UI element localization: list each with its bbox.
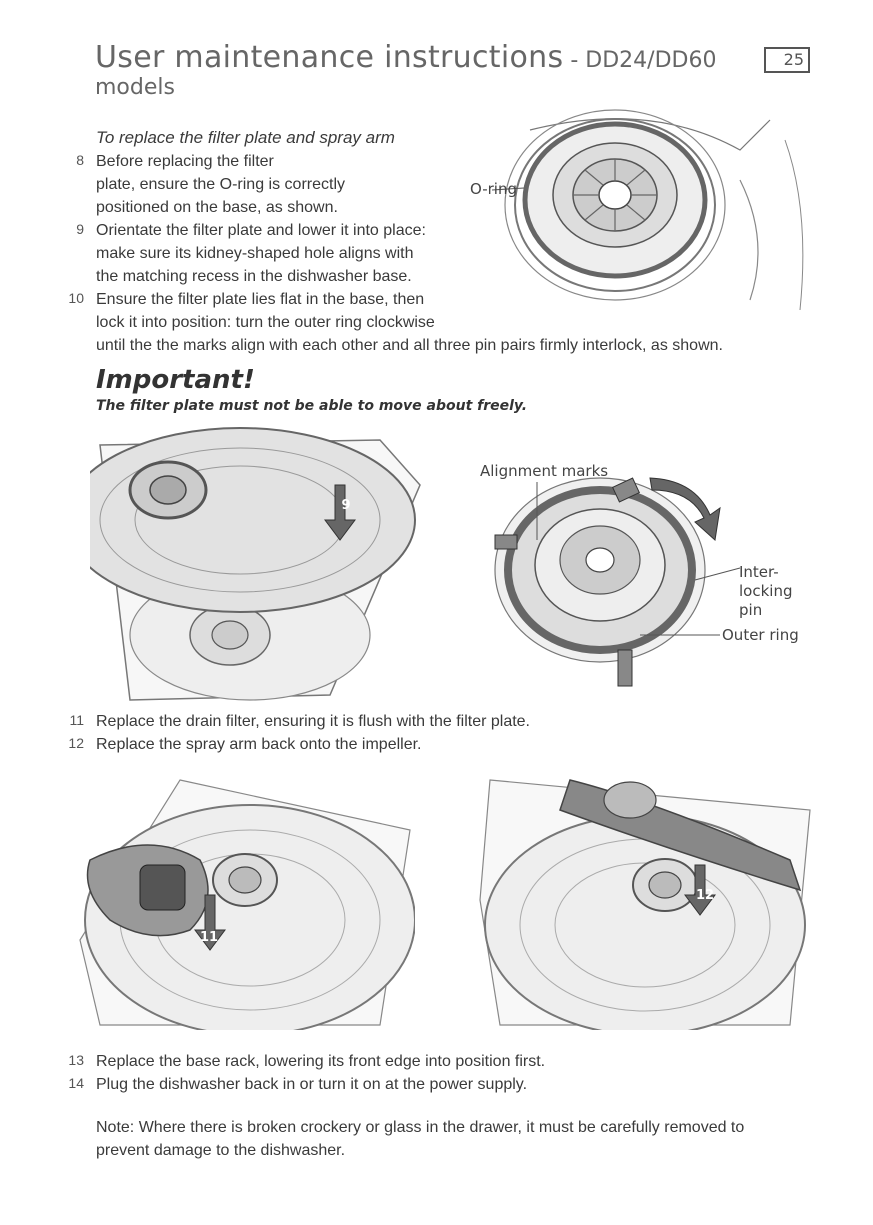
filter-plate-figure (90, 427, 421, 701)
header-model: - DD24/DD60 models (95, 48, 717, 100)
page-number: 25 (764, 47, 810, 73)
step-number: 12 (68, 735, 84, 751)
text-line: plate, ensure the O-ring is correctly (96, 176, 345, 193)
text-line: lock it into position: turn the outer ri… (96, 314, 435, 331)
text-line: Orientate the filter plate and lower it … (96, 222, 426, 239)
text-line: the matching recess in the dishwasher ba… (96, 268, 412, 285)
step-10-text: Ensure the filter plate lies flat in the… (96, 288, 723, 357)
text-line: until the the marks align with each othe… (96, 337, 723, 354)
step-number: 13 (68, 1052, 84, 1068)
alignment-figure (494, 477, 741, 687)
note-text: Note: Where there is broken crockery or … (96, 1116, 744, 1162)
step-13-text: Replace the base rack, lowering its fron… (96, 1053, 546, 1070)
spray-arm-figure (479, 779, 811, 1030)
drain-filter-figure (79, 779, 415, 1030)
oring-figure (491, 109, 804, 311)
interlocking-pin-label: Inter- locking pin (739, 563, 792, 620)
alignment-marks-label: Alignment marks (480, 462, 609, 480)
text-line: make sure its kidney-shaped hole aligns … (96, 245, 414, 262)
arrow-10-label: 10 (692, 470, 711, 485)
section-subtitle: To replace the filter plate and spray ar… (96, 128, 395, 147)
step-11-text: Replace the drain filter, ensuring it is… (96, 713, 530, 730)
header-title: User maintenance instructions (95, 40, 564, 75)
label-line: locking (739, 582, 793, 600)
step-12-text: Replace the spray arm back onto the impe… (96, 736, 422, 753)
step-number: 8 (76, 152, 84, 168)
text-line: Ensure the filter plate lies flat in the… (96, 291, 425, 308)
oring-label: O-ring (470, 180, 517, 198)
important-heading: Important! (96, 365, 255, 395)
arrow-11-label: 11 (200, 930, 219, 945)
arrow-9-label: 9 (341, 498, 351, 513)
step-number: 11 (69, 712, 84, 728)
step-number: 10 (68, 290, 84, 306)
step-8-text: Before replacing the filter plate, ensur… (96, 150, 345, 219)
text-line: prevent damage to the dishwasher. (96, 1142, 346, 1159)
important-text: The filter plate must not be able to mov… (96, 398, 528, 414)
label-line: pin (739, 601, 763, 619)
page-header: User maintenance instructions - DD24/DD6… (95, 40, 795, 100)
step-9-text: Orientate the filter plate and lower it … (96, 219, 426, 288)
label-line: Inter- (739, 563, 779, 581)
text-line: positioned on the base, as shown. (96, 199, 338, 216)
step-number: 14 (68, 1075, 84, 1091)
step-number: 9 (76, 221, 84, 237)
arrow-12-label: 12 (696, 888, 715, 903)
text-line: Before replacing the filter (96, 153, 274, 170)
step-14-text: Plug the dishwasher back in or turn it o… (96, 1076, 528, 1093)
outer-ring-label: Outer ring (722, 626, 799, 644)
text-line: Note: Where there is broken crockery or … (96, 1119, 745, 1136)
